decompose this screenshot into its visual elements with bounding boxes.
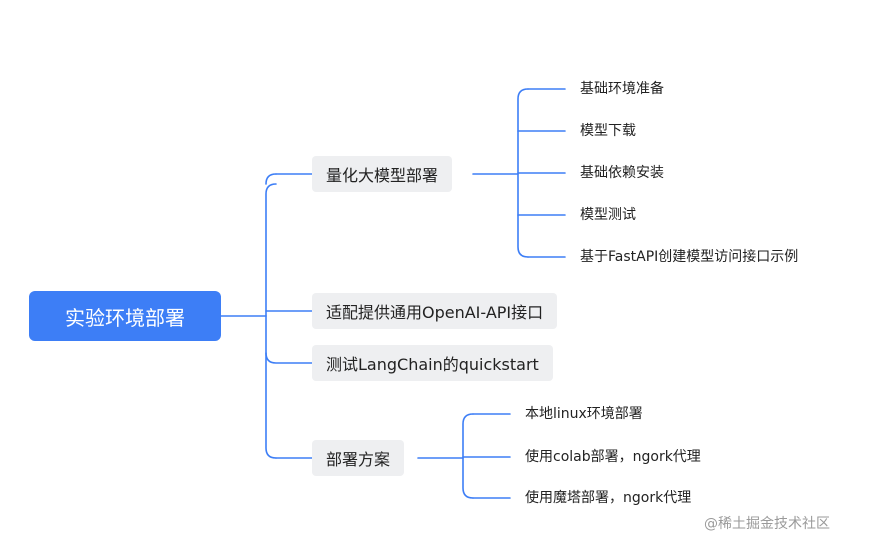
branch-node-openai-api[interactable]: 适配提供通用OpenAI-API接口: [312, 293, 558, 329]
branch-node-deploy-plan[interactable]: 部署方案: [312, 440, 405, 476]
connector-branch-3: [265, 352, 313, 364]
connector-spine-root: [265, 183, 277, 459]
leaf-node[interactable]: 模型下载: [580, 123, 636, 139]
leaf-node[interactable]: 本地linux环境部署: [525, 406, 643, 422]
leaf-node[interactable]: 使用colab部署，ngork代理: [525, 449, 701, 465]
leaf-node[interactable]: 基础依赖安装: [580, 165, 664, 181]
connector-b4-spine: [462, 413, 474, 499]
leaf-node[interactable]: 使用魔塔部署，ngork代理: [525, 490, 692, 506]
root-node[interactable]: 实验环境部署: [29, 291, 221, 341]
branch-node-langchain-quickstart[interactable]: 测试LangChain的quickstart: [312, 345, 553, 381]
leaf-node[interactable]: 基于FastAPI创建模型访问接口示例: [580, 249, 799, 265]
branch-node-quantized-model-deploy[interactable]: 量化大模型部署: [312, 156, 453, 192]
leaf-node[interactable]: 模型测试: [580, 207, 636, 223]
leaf-node[interactable]: 基础环境准备: [580, 81, 664, 97]
watermark: @稀土掘金技术社区: [704, 516, 830, 532]
